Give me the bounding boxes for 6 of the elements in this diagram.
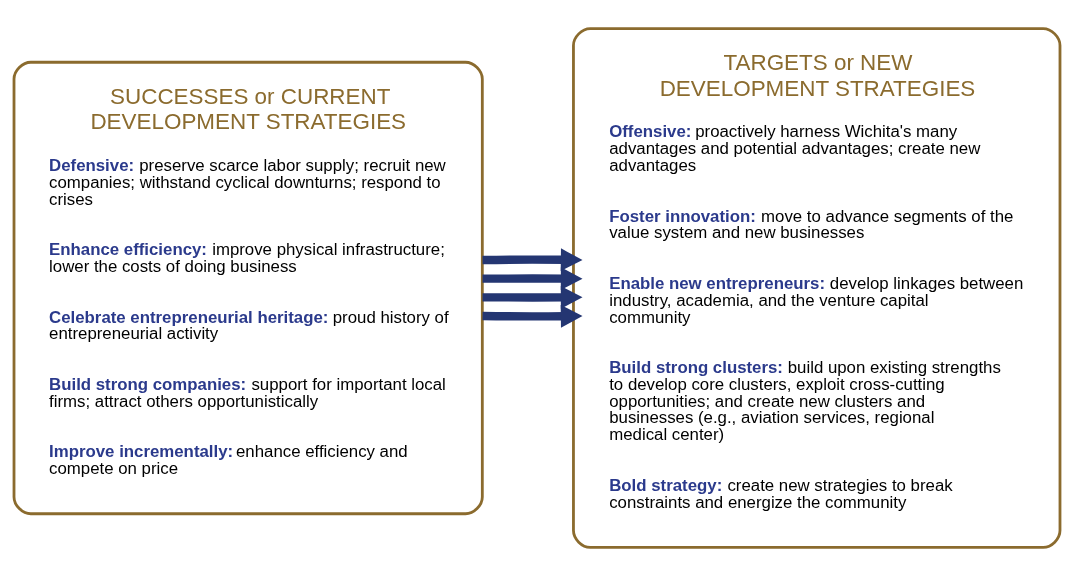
arrow — [482, 304, 583, 328]
arrow — [482, 247, 583, 271]
node-box: TARGETS or NEW DEVELOPMENT STRATEGIES Offensive: proactively harness Wichita's many advantages and potential advantages; create new advantages Foster innovation: move to advance segments of the value system and new businesses Enable new entrepreneurs: develop linkages between industry, academia, and the venture capital community Build strong clusters: build upon existing strengths to develop core clusters, exploit cross-cutting opportunities; and create new clusters and businesses (e.g., aviation services, regional medical center) Bold strategy: create new strategies to break constraints and energize the community — [572, 26, 1062, 549]
arrow — [482, 285, 583, 309]
node-box: SUCCESSES or CURRENT DEVELOPMENT STRATEGIES Defensive: preserve scarce labor supply; recruit new companies; withstand cyclical downturns; respond to crises Enhance efficiency: improve physical infrastructure; lower the costs of doing business Celebrate entrepreneurial heritage: proud history of entrepreneurial activity Build strong companies: support for important local firms; attract others opportunistically Improve incrementally: enhance efficiency and compete on price — [12, 60, 484, 515]
arrow — [482, 266, 583, 290]
